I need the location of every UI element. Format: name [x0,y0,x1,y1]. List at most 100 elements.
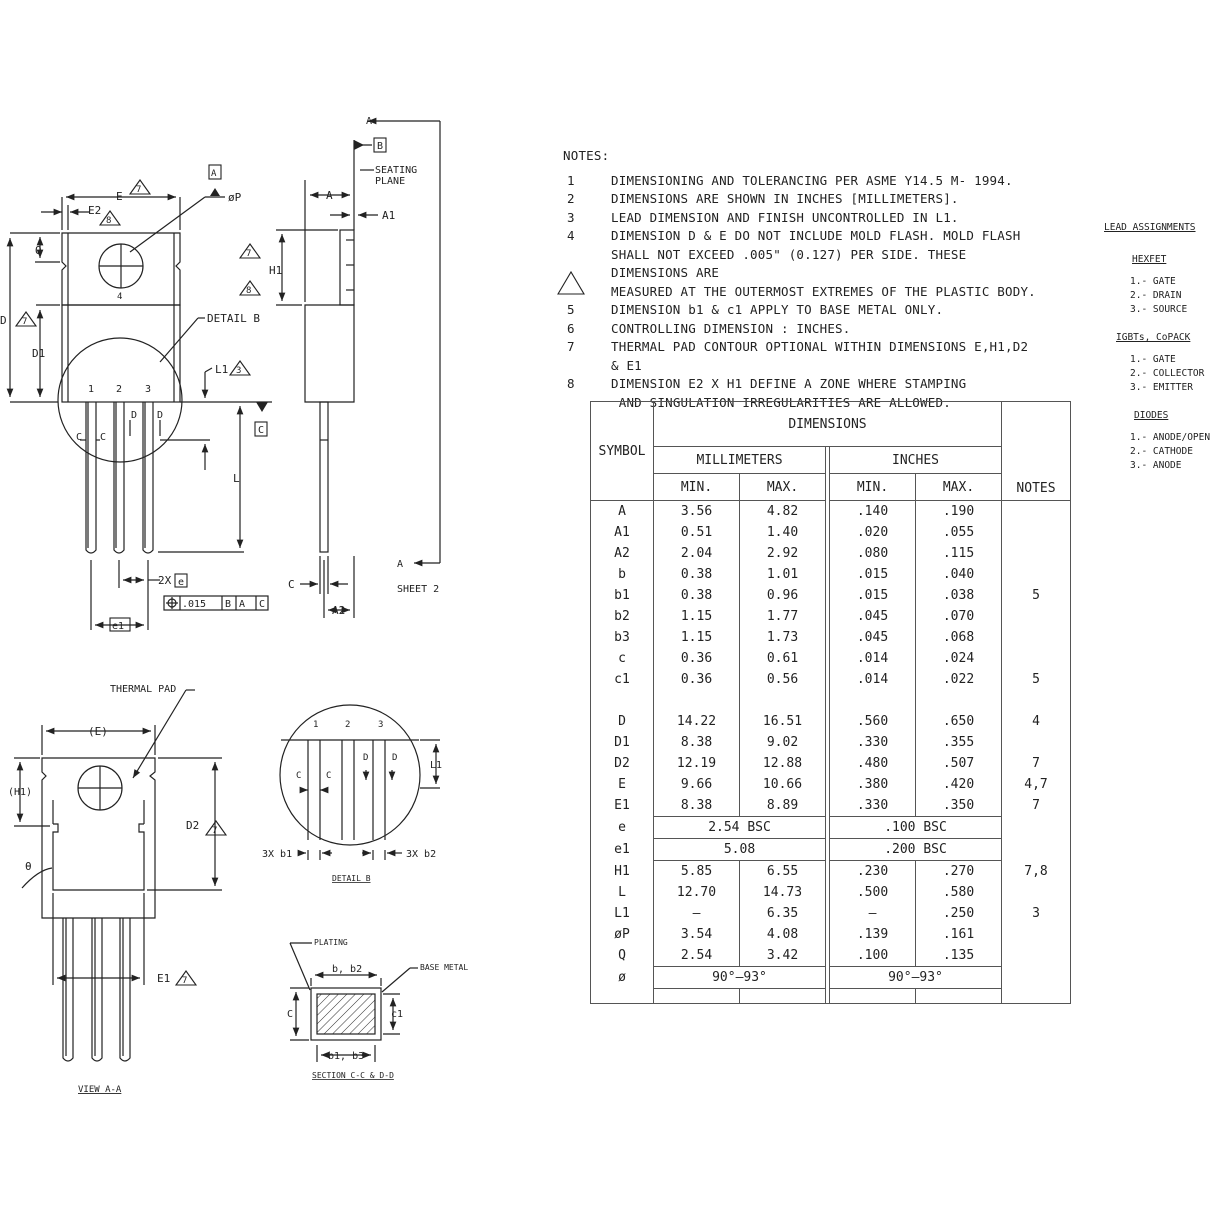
cell-mm-span: 2.54 BSC [653,816,826,839]
cell-mm-min: 2.54 [653,945,740,967]
cell-mm-max: 16.51 [739,711,826,732]
cell-symbol: b [590,564,654,585]
cell-in-span: 90°–93° [829,966,1002,989]
cell-in-max: .040 [915,564,1002,585]
cell-mm-max: 14.73 [739,882,826,903]
cell-mm-min: 0.36 [653,669,740,690]
cell-in-min: .015 [829,585,916,606]
note-text: LEAD DIMENSION AND FINISH UNCONTROLLED I… [611,209,959,225]
lead-assignments: LEAD ASSIGNMENTS HEXFET 1.- GATE 2.- DRA… [1104,221,1211,473]
dim-label-e1: E1 [157,972,170,985]
svg-text:C: C [76,432,82,443]
note-number: 8 [567,376,575,391]
cell-in-max: .068 [915,627,1002,648]
svg-text:1: 1 [88,384,94,395]
cell-symbol: ø [590,966,654,989]
note-text: THERMAL PAD CONTOUR OPTIONAL WITHIN DIME… [611,339,1036,373]
svg-text:7: 7 [246,249,251,259]
sheet-label: SHEET 2 [397,584,439,595]
notes-header: NOTES: [563,148,610,163]
cell-mm-min: – [653,903,740,924]
detail-b-title: DETAIL B [332,874,371,883]
svg-text:A: A [239,599,245,610]
cell-note: 7,8 [1001,860,1071,882]
cell-note: 4,7 [1001,774,1071,795]
svg-text:3: 3 [378,720,383,730]
cell-in-min: .045 [829,606,916,627]
front-view [6,193,272,630]
cell-symbol: A1 [590,522,654,543]
cell-mm-span: 90°–93° [653,966,826,989]
note-number: 5 [567,302,575,317]
lead-assignments-title: LEAD ASSIGNMENTS [1104,222,1196,233]
cell-mm-max: 4.08 [739,924,826,945]
svg-text:C: C [259,599,265,610]
svg-text:2: 2 [116,384,122,395]
cell-symbol: H1 [590,860,654,882]
cell-mm-span: 5.08 [653,838,826,861]
cell-mm-min: 0.38 [653,564,740,585]
svg-text:7: 7 [182,976,187,986]
svg-text:e: e [178,577,184,588]
plating-label: PLATING [314,938,348,947]
dim-label-b1-b3: b1, b3 [328,1051,364,1062]
dim-label-d2: D2 [186,819,199,832]
cell-in-min: .500 [829,882,916,903]
cell-in-max [915,690,1002,711]
cell-symbol: A2 [590,543,654,564]
svg-text:A: A [366,116,372,127]
svg-text:7: 7 [136,185,141,195]
svg-text:C: C [258,425,264,436]
cell-mm-min: 12.70 [653,882,740,903]
cell-mm-max: 9.02 [739,732,826,753]
cell-note: 5 [1001,585,1071,606]
cell-symbol: E [590,774,654,795]
svg-text:D: D [363,753,368,763]
cell-mm-max: 6.35 [739,903,826,924]
dim-label-c: C [288,578,295,591]
cell-note [1001,966,1071,989]
cell-in-max: .055 [915,522,1002,543]
note-number: 6 [567,320,575,336]
cell-in-max: .161 [915,924,1002,945]
cell-in-min: .230 [829,860,916,882]
cell-mm-min: 0.36 [653,648,740,669]
cell-note [1001,522,1071,543]
cell-in-max: .135 [915,945,1002,967]
dim-label-l1: L1 [215,363,228,376]
cell-note: 7 [1001,753,1071,774]
cell-in-min: .330 [829,732,916,753]
svg-text:1: 1 [313,720,318,730]
dim-label-q: Q [35,244,42,257]
view-aa-title: VIEW A-A [78,1085,122,1095]
dim-label-h1-paren: (H1) [8,787,32,798]
cell-mm-max: 1.77 [739,606,826,627]
svg-text:8: 8 [246,286,251,296]
view-a-a [14,689,222,1062]
cell-in-max: .507 [915,753,1002,774]
cell-mm-min: 9.66 [653,774,740,795]
cell-in-min: .560 [829,711,916,732]
dim-label-2xe: 2X [158,574,172,587]
cell-in-max: .115 [915,543,1002,564]
cell-symbol: D1 [590,732,654,753]
detail-b-view [279,704,440,860]
cell-note [1001,924,1071,945]
header-millimeters: MILLIMETERS [653,446,826,474]
cell-symbol: L1 [590,903,654,924]
cell-symbol: A [590,500,654,522]
cell-in-max: .190 [915,500,1002,522]
svg-text:D: D [392,753,397,763]
note-text: DIMENSION D & E DO NOT INCLUDE MOLD FLAS… [611,228,1036,299]
dimensions-table: SYMBOL DIMENSIONS NOTES MILLIMETERS INCH… [590,401,1071,1004]
